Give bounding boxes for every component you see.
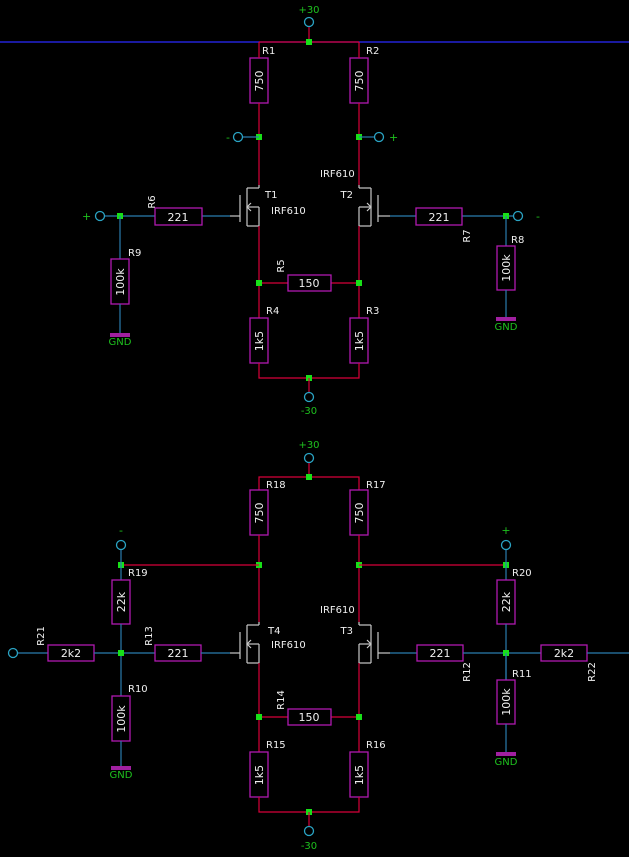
r9-ref: R9	[128, 248, 141, 259]
t4-ref: T4	[267, 626, 280, 637]
resistor-r14[interactable]	[287, 708, 332, 726]
r9-gnd-label: GND	[109, 337, 132, 348]
t3-device: IRF610	[320, 605, 355, 616]
r21-value: 2k2	[61, 647, 81, 660]
mosfet-t2[interactable]	[358, 185, 390, 227]
r10-ref: R10	[128, 684, 148, 695]
r5-ref: R5	[276, 259, 287, 272]
r6-ref: R6	[147, 195, 158, 208]
t2-device: IRF610	[320, 169, 355, 180]
top-out-minus-label: -	[226, 131, 230, 144]
top-amplifier-circuit: +30 R1 750 R2 750 - +	[0, 5, 629, 417]
mosfet-t3[interactable]	[358, 622, 390, 664]
r20-value: 22k	[500, 591, 513, 612]
r3-value: 1k5	[353, 331, 366, 351]
r8-value: 100k	[500, 254, 513, 282]
top-vneg-terminal[interactable]	[303, 391, 315, 403]
r12-ref: R12	[462, 662, 473, 682]
r4-ref: R4	[266, 306, 279, 317]
top-vpos-label: +30	[298, 5, 319, 16]
r4-value: 1k5	[253, 331, 266, 351]
r7-ref: R7	[462, 229, 473, 242]
t1-device: IRF610	[271, 206, 306, 217]
r2-value: 750	[353, 71, 366, 92]
r10-value: 100k	[115, 705, 128, 733]
bottom-minus-terminal[interactable]	[115, 539, 127, 551]
r21-ref: R21	[36, 626, 47, 646]
top-out-minus-terminal[interactable]	[232, 131, 244, 143]
r15-value: 1k5	[253, 765, 266, 785]
r17-value: 750	[353, 503, 366, 524]
r15-ref: R15	[266, 740, 286, 751]
r20-ref: R20	[512, 568, 532, 579]
bottom-vpos-label: +30	[298, 440, 319, 451]
bottom-vneg-label: -30	[301, 841, 317, 852]
r11-value: 100k	[500, 688, 513, 716]
top-vneg-label: -30	[301, 406, 317, 417]
top-in-minus-label: -	[536, 210, 540, 223]
r12-value: 221	[430, 647, 451, 660]
r17-ref: R17	[366, 480, 386, 491]
top-out-plus-terminal[interactable]	[373, 131, 385, 143]
r11-ref: R11	[512, 669, 532, 680]
top-vpos-terminal[interactable]	[303, 16, 315, 28]
r2-ref: R2	[366, 46, 379, 57]
t2-ref: T2	[340, 190, 353, 201]
r14-value: 150	[299, 711, 320, 724]
top-out-plus-label: +	[389, 131, 398, 144]
r5-value: 150	[299, 277, 320, 290]
bottom-minus-label: -	[119, 524, 123, 537]
r22-value: 2k2	[554, 647, 574, 660]
top-in-minus-terminal[interactable]	[512, 210, 524, 222]
r16-ref: R16	[366, 740, 386, 751]
r3-ref: R3	[366, 306, 379, 317]
r8-ref: R8	[511, 235, 524, 246]
r19-ref: R19	[128, 568, 148, 579]
bottom-amplifier-circuit: +30 R18 750 R17 750 - + R19 22k	[7, 440, 629, 852]
r6-value: 221	[168, 211, 189, 224]
node	[306, 39, 312, 45]
mosfet-t4[interactable]	[230, 622, 260, 664]
t3-ref: T3	[340, 626, 353, 637]
r16-value: 1k5	[353, 765, 366, 785]
r19-value: 22k	[115, 591, 128, 612]
t4-device: IRF610	[271, 640, 306, 651]
top-in-plus-terminal[interactable]	[94, 210, 106, 222]
bottom-in-left-terminal[interactable]	[7, 647, 19, 659]
resistor-r5[interactable]	[287, 274, 332, 292]
r18-value: 750	[253, 503, 266, 524]
r11-gnd-label: GND	[495, 757, 518, 768]
r1-ref: R1	[262, 46, 275, 57]
bottom-vneg-terminal[interactable]	[303, 825, 315, 837]
t1-ref: T1	[264, 190, 277, 201]
r13-value: 221	[168, 647, 189, 660]
r1-value: 750	[253, 71, 266, 92]
r22-ref: R22	[587, 662, 598, 682]
r10-gnd-label: GND	[110, 770, 133, 781]
r8-gnd-label: GND	[495, 322, 518, 333]
r9-value: 100k	[114, 268, 127, 296]
r7-value: 221	[429, 211, 450, 224]
r14-ref: R14	[276, 690, 287, 710]
r13-ref: R13	[144, 626, 155, 646]
bottom-plus-terminal[interactable]	[500, 539, 512, 551]
bottom-vpos-terminal[interactable]	[303, 452, 315, 464]
r18-ref: R18	[266, 480, 286, 491]
resistor-r6[interactable]	[154, 207, 203, 226]
mosfet-t1[interactable]	[230, 185, 260, 227]
bottom-plus-label: +	[501, 524, 510, 537]
resistor-r7[interactable]	[415, 207, 463, 226]
top-in-plus-label: +	[82, 210, 91, 223]
